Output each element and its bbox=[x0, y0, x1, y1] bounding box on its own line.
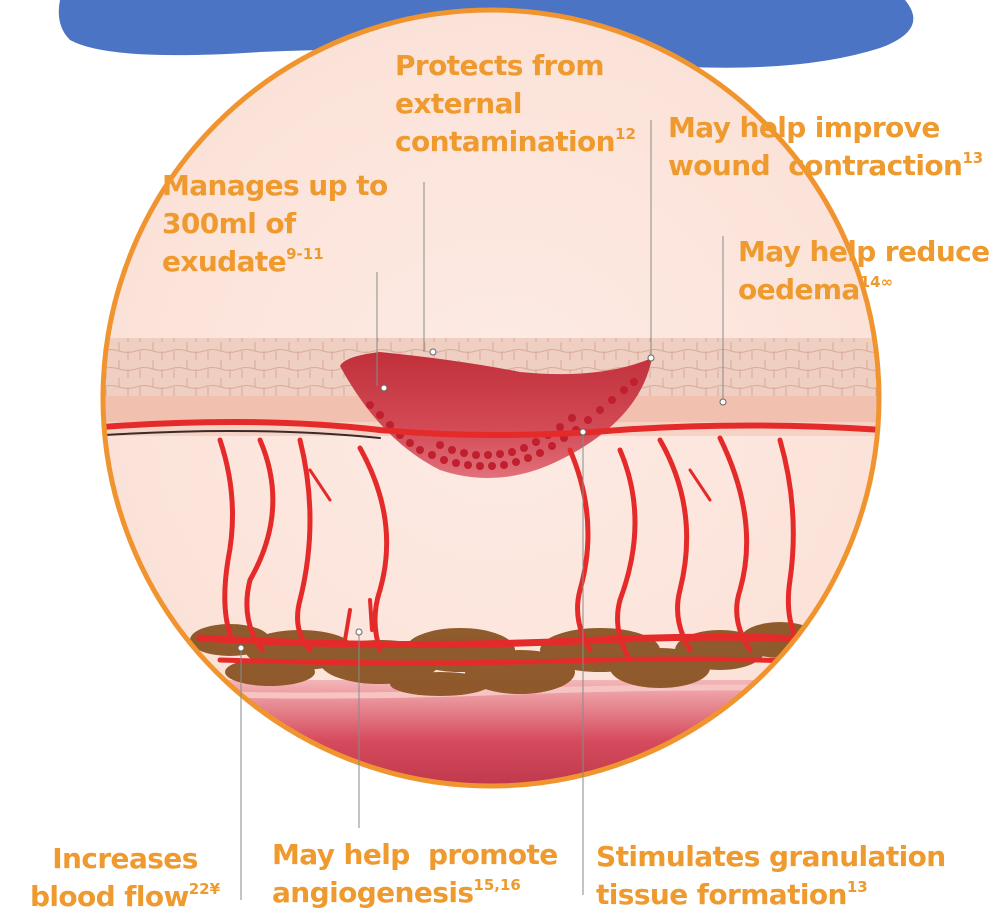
label-blood-flow: Increases blood flow22¥ bbox=[14, 840, 236, 916]
reference-superscript: 14∞ bbox=[860, 273, 893, 291]
reference-superscript: 9-11 bbox=[286, 245, 324, 263]
label-oedema: May help reduce oedema14∞ bbox=[738, 233, 990, 309]
reference-superscript: 13 bbox=[847, 878, 868, 896]
reference-superscript: 12 bbox=[615, 125, 636, 143]
label-angiogenesis: May help promote angiogenesis15,16 bbox=[272, 836, 558, 912]
muscle-layer bbox=[90, 680, 910, 800]
label-exudate: Manages up to 300ml of exudate9-11 bbox=[162, 167, 388, 281]
label-contraction: May help improve wound contraction13 bbox=[668, 109, 983, 185]
reference-superscript: 15,16 bbox=[473, 876, 520, 894]
reference-superscript: 13 bbox=[962, 149, 983, 167]
reference-superscript: 22¥ bbox=[189, 880, 220, 898]
label-contamination: Protects from external contamination12 bbox=[395, 47, 636, 161]
label-granulation: Stimulates granulation tissue formation1… bbox=[596, 838, 946, 914]
